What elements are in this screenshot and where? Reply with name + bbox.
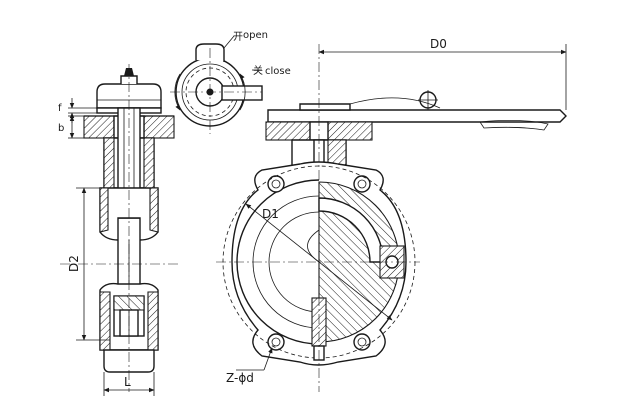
label-L: L bbox=[124, 375, 131, 389]
side-view bbox=[60, 64, 180, 396]
label-f: f bbox=[58, 103, 62, 114]
label-open: open bbox=[243, 30, 268, 41]
front-view bbox=[216, 44, 567, 392]
top-view-indicator bbox=[170, 35, 263, 134]
label-D2: D2 bbox=[67, 255, 81, 272]
label-D0: D0 bbox=[430, 37, 447, 51]
label-close-cn: 关 bbox=[253, 64, 263, 77]
label-b: b bbox=[58, 123, 64, 134]
label-bolt-holes: Z-ϕd bbox=[226, 371, 254, 385]
label-D1: D1 bbox=[262, 207, 279, 221]
label-close: close bbox=[265, 66, 291, 77]
label-open-cn: 开 bbox=[233, 32, 243, 43]
